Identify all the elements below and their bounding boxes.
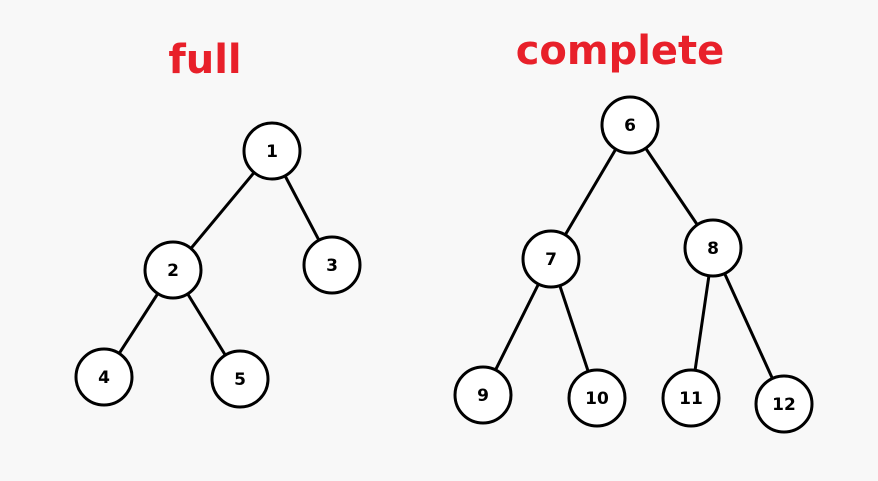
node-label: 3 (326, 256, 338, 276)
node-circle (302, 235, 362, 295)
node-label: 6 (624, 116, 636, 136)
node-label: 1 (266, 142, 278, 162)
node-circle (661, 368, 721, 428)
node-4: 4 (74, 347, 134, 407)
complete-tree-title: complete (515, 28, 725, 74)
node-5: 5 (210, 349, 270, 409)
node-circle (74, 347, 134, 407)
node-label: 11 (679, 389, 703, 409)
full-tree-title: full (168, 37, 242, 83)
node-label: 8 (707, 239, 719, 259)
node-label: 4 (98, 368, 110, 388)
node-label: 10 (585, 389, 609, 409)
node-circle (210, 349, 270, 409)
node-circle (683, 218, 743, 278)
node-10: 10 (567, 368, 627, 428)
node-12: 12 (754, 374, 814, 434)
node-8: 8 (683, 218, 743, 278)
node-circle (453, 365, 513, 425)
node-label: 2 (167, 261, 179, 281)
node-circle (242, 121, 302, 181)
node-6: 6 (600, 95, 660, 155)
node-7: 7 (521, 229, 581, 289)
node-3: 3 (302, 235, 362, 295)
node-11: 11 (661, 368, 721, 428)
node-circle (143, 240, 203, 300)
edges-layer (102, 124, 786, 405)
node-2: 2 (143, 240, 203, 300)
node-circle (600, 95, 660, 155)
node-9: 9 (453, 365, 513, 425)
node-circle (567, 368, 627, 428)
node-1: 1 (242, 121, 302, 181)
node-label: 12 (772, 395, 796, 415)
node-label: 9 (477, 386, 489, 406)
node-label: 7 (545, 250, 557, 270)
node-label: 5 (234, 370, 246, 390)
node-circle (521, 229, 581, 289)
node-circle (754, 374, 814, 434)
